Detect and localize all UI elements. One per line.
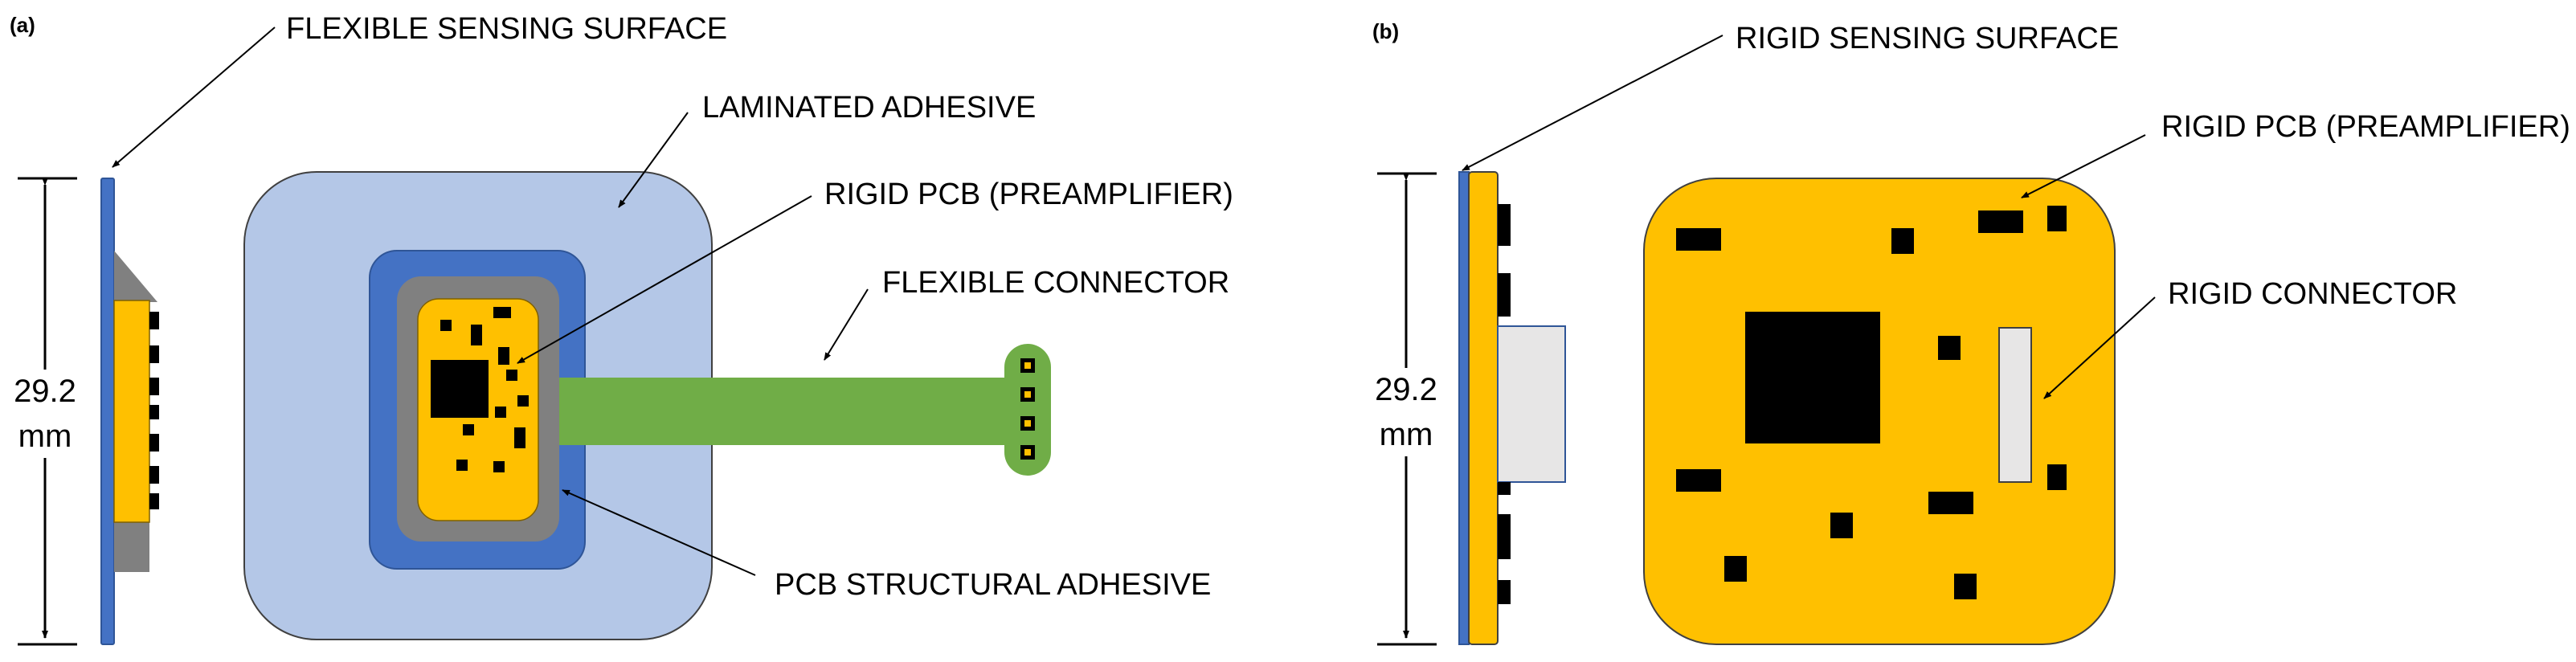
- connector-pins: [1020, 358, 1035, 460]
- callout-rigid-pcb: RIGID PCB (PREAMPLIFIER): [824, 178, 1233, 211]
- side-components-b: [1498, 204, 1511, 604]
- pcb-chip: [431, 360, 489, 418]
- callout-flexible-sensing-surface: FLEXIBLE SENSING SURFACE: [286, 12, 727, 46]
- panel-b-callouts: RIGID SENSING SURFACE RIGID PCB (PREAMPL…: [1462, 22, 2570, 399]
- panel-b-top-view: [1643, 178, 2116, 645]
- panel-a-top-view: [243, 171, 1051, 640]
- callout-laminated-adhesive: LAMINATED ADHESIVE: [702, 91, 1036, 125]
- panel-b-label: (b): [1372, 19, 1399, 43]
- callout-line-flexible-sensing-surface: [112, 27, 276, 168]
- panel-b-side-view: [1458, 171, 1566, 645]
- dimension-value: 29.2: [14, 374, 76, 409]
- panel-a-side-view: [100, 178, 159, 645]
- dimension-unit: mm: [18, 419, 72, 454]
- callout-line-rigid-pcb-b: [2021, 134, 2146, 198]
- callout-line-rigid-connector: [2043, 296, 2156, 399]
- side-components: [149, 312, 159, 509]
- top-rigid-connector: [1998, 327, 2032, 483]
- side-rigid-pcb: [1468, 171, 1499, 645]
- panel-a-callouts: FLEXIBLE SENSING SURFACE LAMINATED ADHES…: [112, 12, 1233, 602]
- panel-a: (a) 29.2 mm: [8, 12, 1233, 646]
- panel-b-dimension: 29.2 mm: [1366, 172, 1446, 646]
- connector-tab: [1004, 344, 1051, 476]
- callout-line-rigid-pcb: [517, 195, 812, 364]
- callout-rigid-sensing-surface: RIGID SENSING SURFACE: [1736, 22, 2119, 55]
- flexible-connector: [559, 378, 1011, 445]
- callout-flexible-connector: FLEXIBLE CONNECTOR: [882, 266, 1229, 300]
- callout-rigid-connector: RIGID CONNECTOR: [2168, 277, 2457, 311]
- callout-line-laminated-adhesive: [618, 112, 689, 208]
- panel-a-label: (a): [10, 13, 35, 37]
- side-pcb: [113, 300, 150, 523]
- callout-line-rigid-sensing-surface: [1462, 35, 1723, 171]
- pcb-components: [440, 307, 529, 472]
- callout-line-pcb-structural-adhesive: [562, 489, 756, 576]
- rigid-sensing-surface: [1458, 171, 1470, 645]
- dimension-unit-b: mm: [1380, 417, 1433, 452]
- panel-a-dimension: 29.2 mm: [8, 177, 82, 646]
- callout-rigid-pcb-b: RIGID PCB (PREAMPLIFIER): [2161, 110, 2570, 144]
- top-components-b: [1676, 206, 2067, 599]
- dimension-value-b: 29.2: [1375, 372, 1437, 407]
- callout-line-flexible-connector: [824, 288, 869, 361]
- flexible-sensing-surface: [100, 178, 115, 645]
- callout-pcb-structural-adhesive: PCB STRUCTURAL ADHESIVE: [775, 568, 1211, 602]
- side-rigid-connector: [1497, 325, 1566, 483]
- panel-b: (b) 29.2 mm: [1366, 19, 2570, 646]
- top-chip: [1745, 312, 1880, 443]
